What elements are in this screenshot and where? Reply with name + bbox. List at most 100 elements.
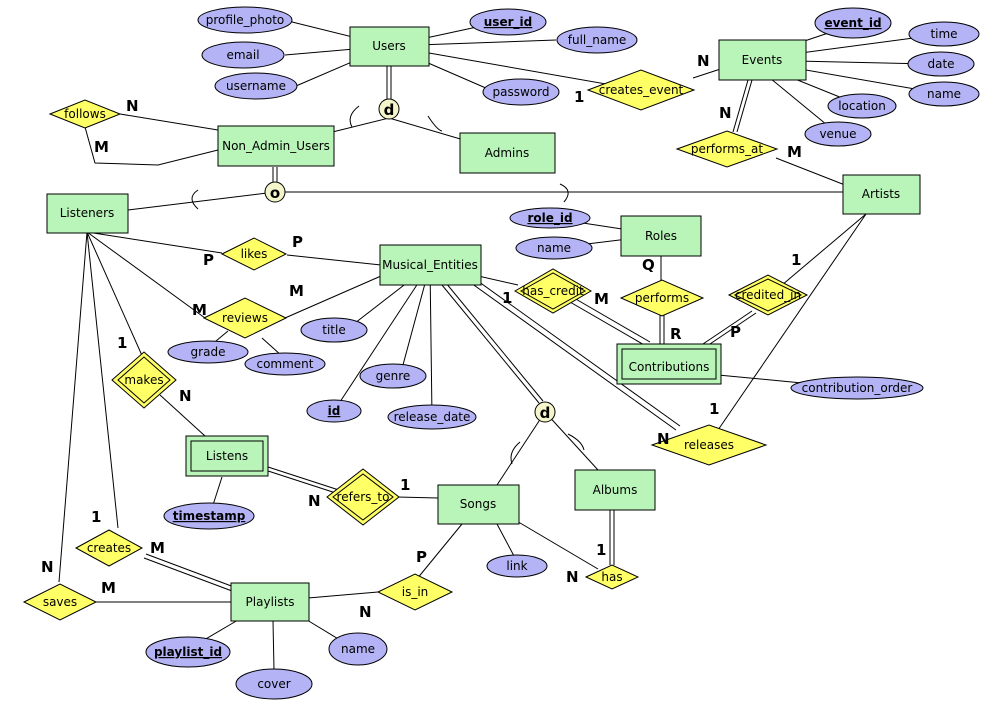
- attributes: profile_photo user_id full_name email us…: [145, 6, 980, 700]
- rel-follows: follows: [48, 99, 122, 129]
- rel-has-credit: has_credit: [514, 268, 592, 314]
- svg-text:saves: saves: [43, 595, 77, 609]
- rel-performs-at: performs_at: [675, 130, 779, 168]
- svg-text:genre: genre: [376, 369, 411, 383]
- card-credited-in-p: P: [730, 323, 741, 341]
- svg-text:timestamp: timestamp: [173, 509, 246, 523]
- svg-text:name: name: [927, 87, 961, 101]
- svg-text:profile_photo: profile_photo: [206, 13, 285, 27]
- card-is-in-p: P: [416, 548, 427, 566]
- card-makes-1: 1: [117, 334, 127, 352]
- svg-text:creates_event: creates_event: [599, 83, 684, 97]
- svg-text:o: o: [270, 184, 280, 202]
- svg-text:creates: creates: [87, 541, 131, 555]
- rel-releases: releases: [650, 424, 768, 466]
- attr-venue: venue: [804, 121, 872, 147]
- attr-full-name: full_name: [556, 26, 638, 54]
- svg-text:has_credit: has_credit: [522, 284, 584, 298]
- svg-text:location: location: [838, 99, 886, 113]
- attr-link: link: [486, 554, 548, 578]
- svg-text:user_id: user_id: [484, 15, 532, 30]
- svg-text:Playlists: Playlists: [246, 595, 295, 609]
- card-has-1: 1: [596, 541, 606, 559]
- svg-text:d: d: [384, 101, 395, 119]
- svg-text:email: email: [226, 48, 259, 62]
- attr-timestamp: timestamp: [163, 502, 255, 530]
- svg-text:contribution_order: contribution_order: [802, 381, 913, 395]
- svg-text:Songs: Songs: [460, 497, 496, 511]
- svg-text:Roles: Roles: [645, 229, 677, 243]
- svg-text:Artists: Artists: [862, 187, 900, 201]
- rel-makes: makes: [111, 351, 177, 409]
- card-has-n: N: [566, 568, 579, 586]
- specialization-circles: d o d: [264, 98, 556, 423]
- rel-creates-event: creates_event: [586, 69, 696, 111]
- entity-roles: Roles: [620, 215, 702, 257]
- entity-songs: Songs: [437, 484, 520, 525]
- entity-non-admin-users: Non_Admin_Users: [217, 125, 335, 167]
- svg-text:name: name: [537, 241, 571, 255]
- rel-performs: performs: [619, 279, 705, 317]
- attr-id: id: [306, 399, 362, 423]
- svg-text:title: title: [322, 323, 345, 337]
- svg-text:Listeners: Listeners: [60, 206, 115, 220]
- entities: Users Non_Admin_Users Admins Events Arti…: [46, 26, 921, 622]
- attr-cover: cover: [235, 668, 313, 700]
- svg-text:full_name: full_name: [568, 33, 627, 47]
- svg-text:comment: comment: [256, 357, 313, 371]
- attr-location: location: [827, 93, 897, 119]
- attr-playlist-id: playlist_id: [145, 636, 231, 668]
- svg-text:Contributions: Contributions: [629, 360, 710, 374]
- svg-text:credited_in: credited_in: [735, 288, 801, 302]
- subset-arcs: [191, 105, 585, 465]
- card-makes-n: N: [179, 387, 192, 405]
- attr-title: title: [300, 317, 368, 343]
- svg-text:Events: Events: [742, 53, 783, 67]
- attr-event-id: event_id: [814, 7, 892, 39]
- svg-text:follows: follows: [64, 107, 106, 121]
- card-reviews-m: M: [289, 282, 304, 300]
- attr-grade: grade: [167, 340, 249, 364]
- svg-text:is_in: is_in: [402, 585, 429, 599]
- svg-text:username: username: [226, 79, 286, 93]
- entity-admins: Admins: [459, 132, 556, 174]
- attr-email: email: [201, 41, 285, 69]
- entity-listens: Listens: [185, 435, 269, 477]
- entity-events: Events: [718, 39, 807, 81]
- svg-text:event_id: event_id: [824, 16, 881, 31]
- entity-listeners: Listeners: [46, 193, 129, 234]
- card-creates-event-n: N: [697, 52, 710, 70]
- attr-time: time: [908, 21, 980, 47]
- entity-contributions: Contributions: [616, 343, 722, 385]
- entity-users: Users: [349, 26, 430, 67]
- card-refers-to-1: 1: [400, 476, 410, 494]
- attr-playlist-name: name: [328, 632, 388, 666]
- svg-text:performs: performs: [635, 291, 689, 305]
- svg-text:Admins: Admins: [485, 146, 530, 160]
- svg-text:venue: venue: [819, 127, 856, 141]
- rel-credited-in: credited_in: [727, 274, 809, 316]
- attr-date: date: [907, 51, 975, 77]
- card-reviews-m2: M: [192, 301, 207, 319]
- card-saves-m: M: [101, 579, 116, 597]
- svg-text:playlist_id: playlist_id: [154, 645, 222, 660]
- attr-comment: comment: [244, 352, 326, 376]
- attr-username: username: [214, 72, 298, 100]
- svg-text:name: name: [341, 642, 375, 656]
- svg-text:releases: releases: [684, 438, 734, 452]
- rel-likes: likes: [220, 237, 288, 271]
- card-creates-1: 1: [91, 508, 101, 526]
- svg-text:release_date: release_date: [394, 410, 471, 424]
- svg-text:cover: cover: [257, 677, 290, 691]
- svg-text:d: d: [540, 404, 551, 422]
- entity-playlists: Playlists: [230, 582, 310, 622]
- card-likes-p2: P: [203, 251, 214, 269]
- card-performs-at-n: N: [719, 104, 732, 122]
- svg-text:grade: grade: [191, 345, 226, 359]
- attr-role-id: role_id: [509, 207, 591, 229]
- card-creates-event-1: 1: [574, 88, 584, 106]
- card-performs-q: Q: [642, 256, 655, 274]
- svg-text:makes: makes: [124, 373, 163, 387]
- attr-profile-photo: profile_photo: [197, 6, 293, 34]
- svg-text:reviews: reviews: [222, 311, 268, 325]
